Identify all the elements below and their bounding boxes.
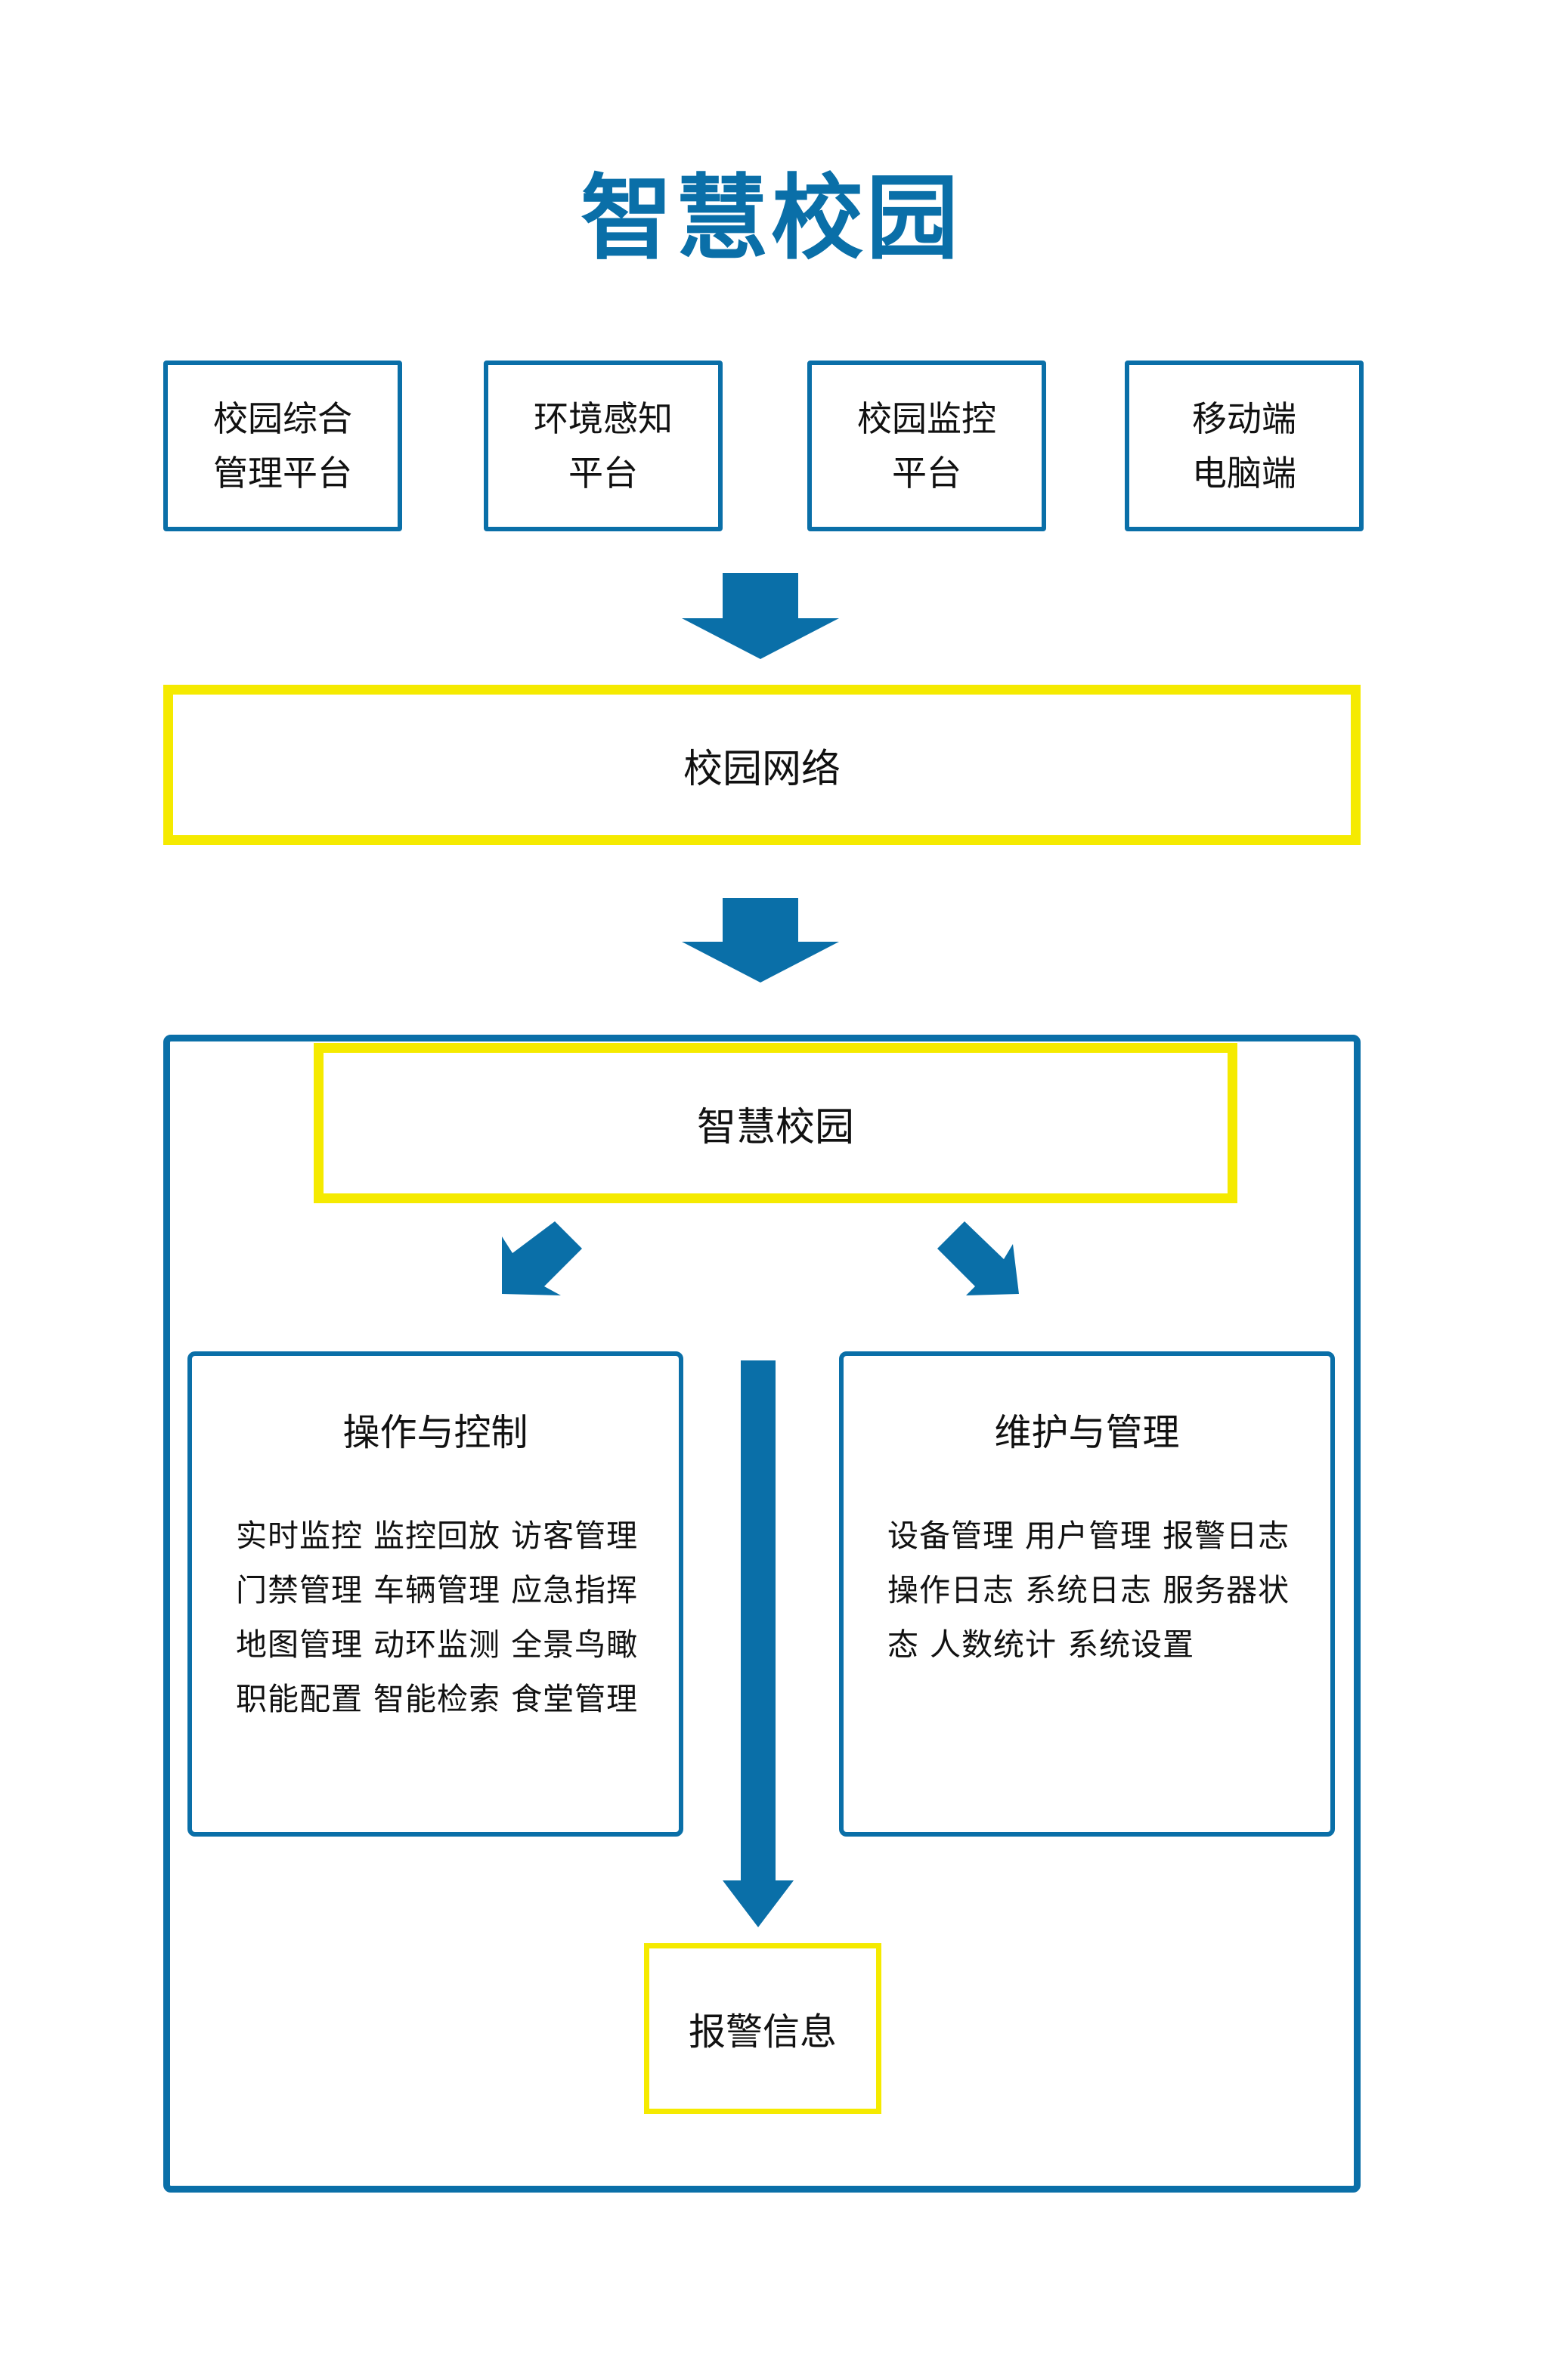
- platform-box-monitoring: 校园监控 平台: [807, 361, 1046, 531]
- operation-control-panel: 操作与控制 实时监控 监控回放 访客管理 门禁管理 车辆管理 应急指挥 地图管理…: [187, 1351, 683, 1837]
- campus-box: 智慧校园: [314, 1043, 1237, 1203]
- platform-box-devices: 移动端 电脑端: [1125, 361, 1364, 531]
- arrow-down-icon: [682, 898, 839, 983]
- network-label: 校园网络: [683, 746, 841, 792]
- panel-item-list: 设备管理 用户管理 报警日志 操作日志 系统日志 服务器状 态 人数统计 系统设…: [887, 1518, 1290, 1663]
- arrow-down-right-icon: [937, 1221, 1019, 1295]
- arrow-down-left-icon: [502, 1221, 582, 1295]
- network-box: 校园网络: [163, 685, 1361, 845]
- campus-label: 智慧校园: [696, 1104, 854, 1150]
- platform-label: 环境感知 平台: [534, 398, 673, 494]
- alarm-box: 报警信息: [644, 1943, 881, 2114]
- platform-label: 校园监控 平台: [857, 398, 996, 494]
- platform-label: 校园综合 管理平台: [213, 398, 352, 494]
- panel-title: 维护与管理: [994, 1411, 1180, 1454]
- page-title: 智慧校园: [581, 165, 961, 272]
- alarm-label: 报警信息: [688, 2010, 837, 2053]
- campus-container: [163, 1035, 1361, 2193]
- panel-item-list: 实时监控 监控回放 访客管理 门禁管理 车辆管理 应急指挥 地图管理 动环监测 …: [236, 1518, 639, 1717]
- platform-box-management: 校园综合 管理平台: [163, 361, 402, 531]
- platform-label: 移动端 电脑端: [1192, 398, 1296, 494]
- panel-title: 操作与控制: [342, 1411, 528, 1454]
- arrow-down-icon: [682, 573, 839, 659]
- arrow-down-icon: [723, 1360, 794, 1927]
- platform-box-environment: 环境感知 平台: [484, 361, 723, 531]
- maintenance-management-panel: 维护与管理 设备管理 用户管理 报警日志 操作日志 系统日志 服务器状 态 人数…: [839, 1351, 1335, 1837]
